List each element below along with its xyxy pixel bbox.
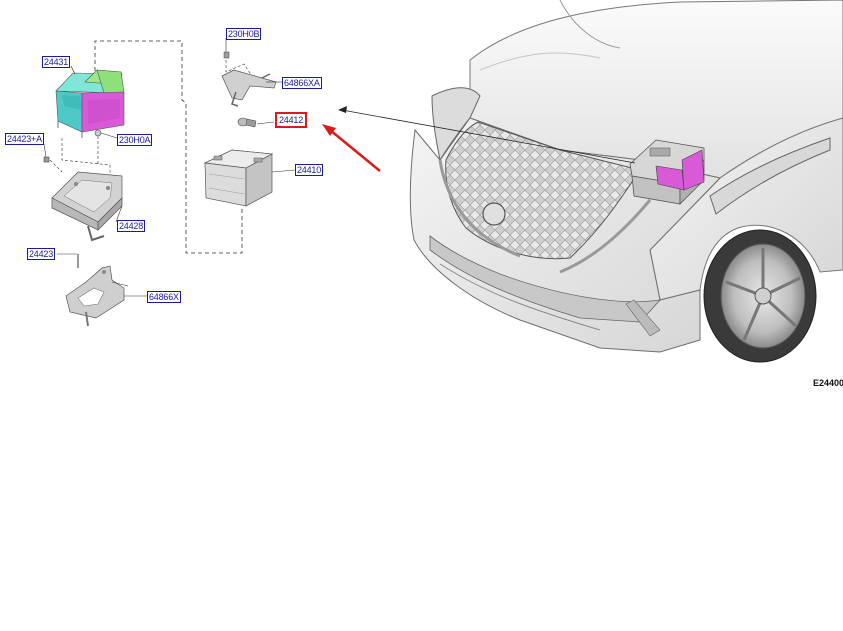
battery-tray-part [51, 171, 123, 242]
callout-24431: 24431 [42, 56, 71, 68]
callout-24410: 24410 [295, 164, 324, 176]
highlight-arrowhead [322, 124, 336, 136]
battery-cover-part [55, 69, 125, 138]
callout-24423a: 24423+A [5, 133, 44, 145]
callout-64866x: 64866X [147, 291, 181, 303]
callout-24428: 24428 [117, 220, 146, 232]
callout-64866xa: 64866XA [282, 77, 322, 89]
callout-24423: 24423 [27, 248, 56, 260]
engine-bay-battery [629, 139, 705, 205]
clip-part-24423a [43, 143, 63, 173]
callout-230h0b: 230H0B [226, 28, 262, 40]
leader-arrowhead [338, 106, 347, 113]
diagram-id: E24400 [813, 378, 843, 388]
battery-part [203, 149, 274, 207]
upper-bracket-part [221, 69, 277, 107]
dashed-leader-frame [94, 40, 243, 254]
vehicle-front-illustration [409, 0, 843, 363]
clamp-part-24412 [237, 117, 275, 128]
callout-230h0a: 230H0A [117, 134, 153, 146]
clip-part-230h0a [94, 129, 118, 165]
highlight-arrow [329, 129, 381, 172]
lower-bracket-part [65, 265, 129, 327]
callout-24412-highlighted: 24412 [275, 112, 308, 128]
location-leader-line [341, 109, 636, 164]
upper-clip-part [223, 38, 253, 77]
